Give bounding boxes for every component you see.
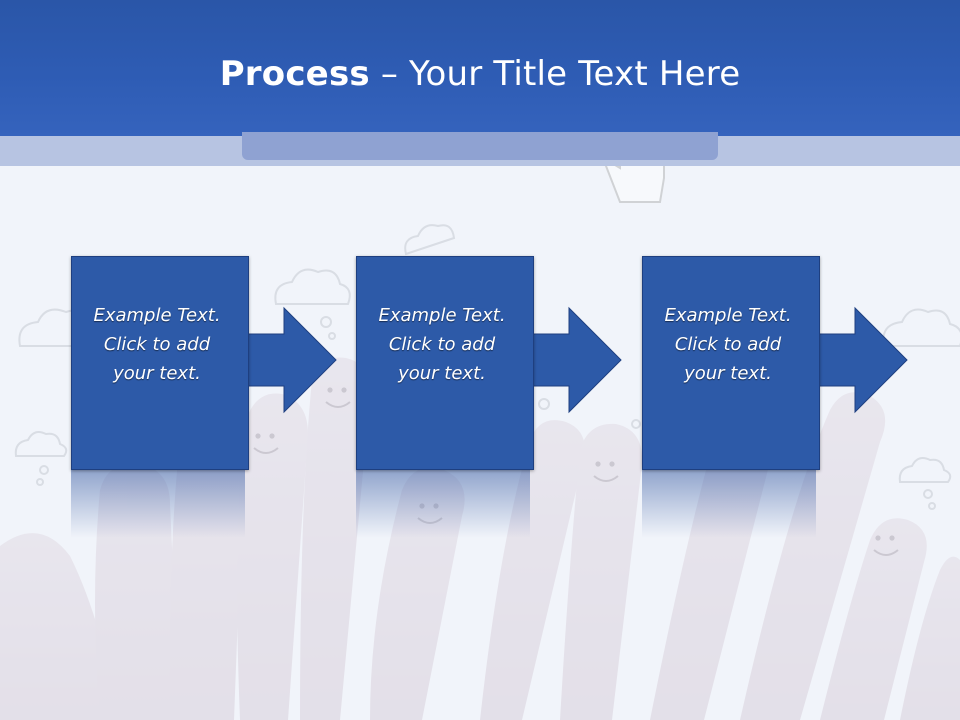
step-1-reflection	[71, 468, 245, 538]
title-bold-text: Process	[219, 54, 370, 94]
step-2-reflection	[356, 468, 530, 538]
slide-title[interactable]: Process – Your Title Text Here	[0, 50, 960, 98]
process-step-2[interactable]: Example Text. Click to add your text.	[356, 256, 534, 470]
step-3-text[interactable]: Example Text. Click to add your text.	[664, 305, 792, 384]
header-band-tab	[242, 132, 718, 160]
title-bar: Process – Your Title Text Here	[0, 0, 960, 136]
process-step-1[interactable]: Example Text. Click to add your text.	[71, 256, 249, 470]
step-3-reflection	[642, 468, 816, 538]
step-2-text[interactable]: Example Text. Click to add your text.	[378, 305, 506, 384]
arrow-right-icon	[815, 306, 908, 414]
arrow-right-icon	[244, 306, 337, 414]
title-rest-text: – Your Title Text Here	[369, 54, 741, 94]
step-1-text[interactable]: Example Text. Click to add your text.	[93, 305, 221, 384]
cloud-icon	[14, 224, 960, 510]
arrow-right-icon	[529, 306, 622, 414]
process-step-3[interactable]: Example Text. Click to add your text.	[642, 256, 820, 470]
hand-cursor-icon	[604, 166, 665, 203]
